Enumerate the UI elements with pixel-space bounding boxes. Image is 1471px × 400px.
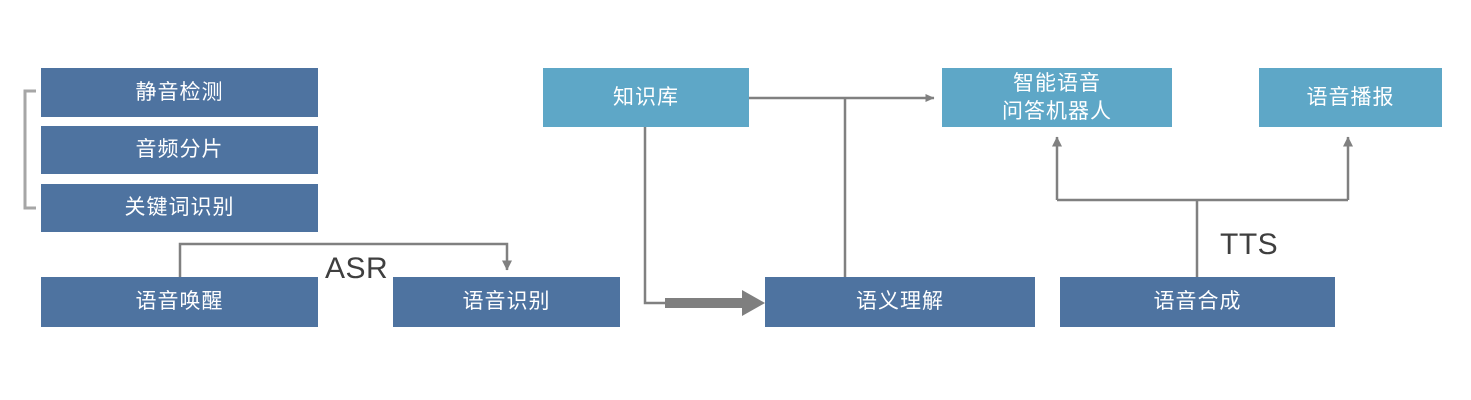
node-qa-robot[interactable]: 智能语音 问答机器人: [942, 68, 1172, 127]
node-knowledge-base[interactable]: 知识库: [543, 68, 749, 127]
edge-label-tts: TTS: [1220, 228, 1279, 261]
node-speech-recognition[interactable]: 语音识别: [393, 277, 620, 327]
node-voice-wakeup[interactable]: 语音唤醒: [41, 277, 318, 327]
node-audio-segmentation[interactable]: 音频分片: [41, 126, 318, 174]
connector-synthesis-tts-rail: [1052, 136, 1353, 277]
node-keyword-spotting[interactable]: 关键词识别: [41, 184, 318, 232]
connector-knowledge-to-semantic: [643, 127, 765, 316]
edge-label-asr: ASR: [325, 252, 389, 285]
node-silence-detection[interactable]: 静音检测: [41, 68, 318, 117]
node-voice-broadcast[interactable]: 语音播报: [1259, 68, 1442, 127]
node-semantic-understanding[interactable]: 语义理解: [765, 277, 1035, 327]
node-speech-synthesis[interactable]: 语音合成: [1060, 277, 1335, 327]
thick-flow-arrow: [665, 290, 765, 316]
left-group-bracket: [23, 89, 36, 210]
